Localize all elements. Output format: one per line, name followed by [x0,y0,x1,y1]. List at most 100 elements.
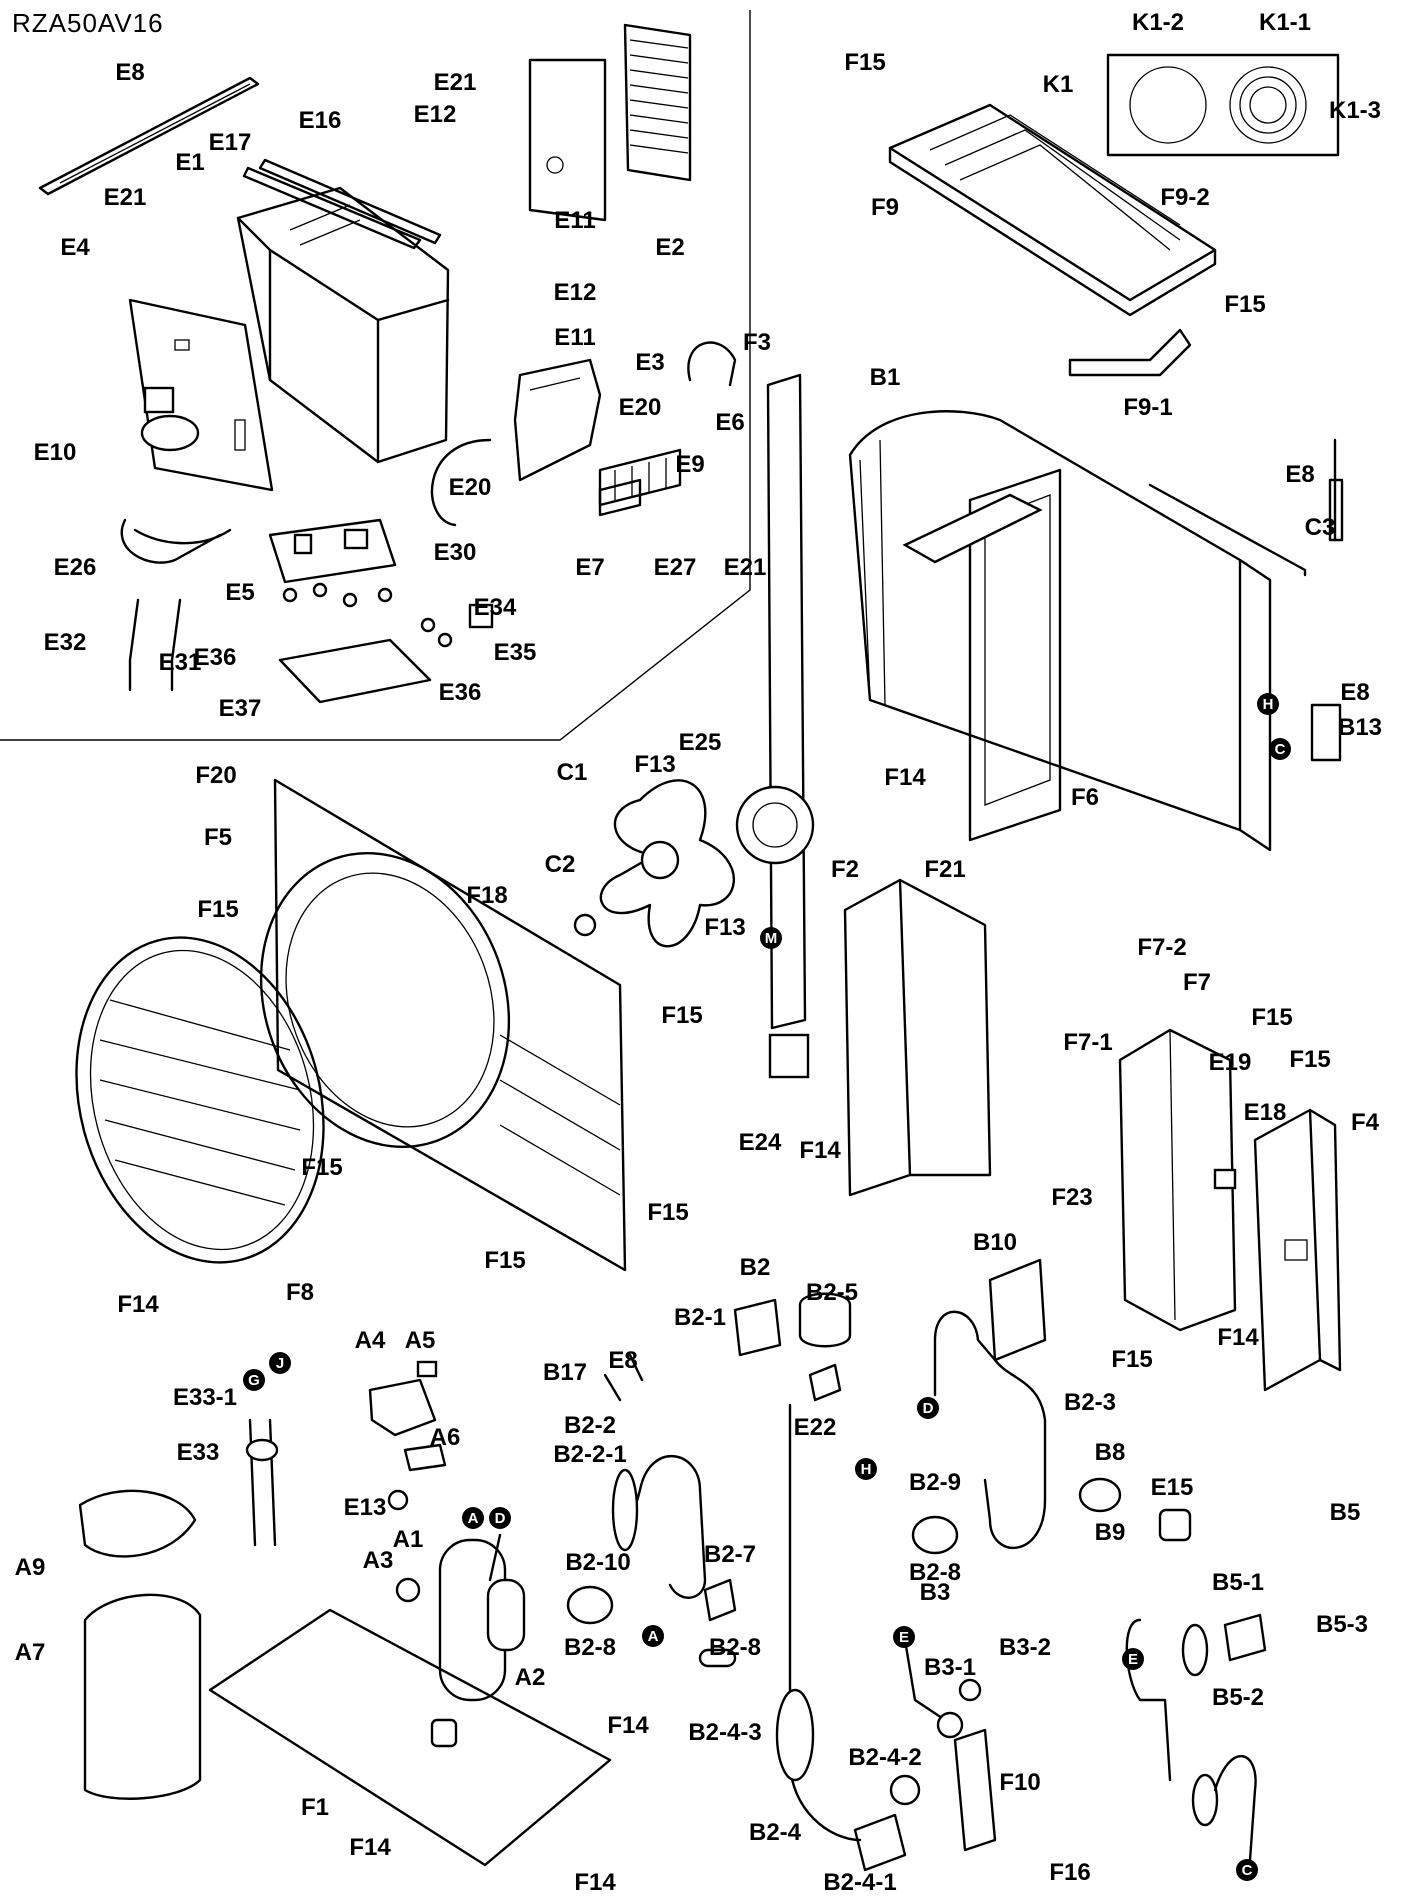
part-b1-coil [848,410,1272,852]
callout-b2: B2 [740,1254,771,1281]
callout-e16: E16 [299,107,342,134]
marker-c: C [1269,738,1291,760]
part-e25-motor [735,785,815,865]
svg-text:A: A [648,1628,659,1645]
callout-f15: F15 [1224,291,1265,318]
callout-b2-9: B2-9 [909,1469,961,1496]
part-c1-fan [599,779,736,948]
part-a3 [395,1577,421,1603]
part-e22 [808,1363,842,1402]
part-b3-1 [936,1711,964,1739]
callout-e37: E37 [219,695,262,722]
callout-c2: C2 [545,851,576,878]
callout-e18: E18 [1244,1099,1287,1126]
model-title: RZA50AV16 [12,8,164,38]
svg-text:H: H [861,1461,872,1478]
callout-f15: F15 [661,1002,702,1029]
callout-f8: F8 [286,1279,314,1306]
svg-text:M: M [765,930,778,947]
callout-e24: E24 [739,1129,782,1156]
part-e7 [598,478,642,517]
callout-a5: A5 [405,1327,436,1354]
callout-f16: F16 [1049,1859,1090,1886]
part-f7-side-panel [1118,1028,1237,1332]
part-e17 [242,166,422,250]
callout-e13: E13 [344,1494,387,1521]
part-b2-10 [566,1585,614,1625]
part-b2-2-1 [611,1468,639,1552]
piping-section [78,1258,1267,1872]
part-e4-pcb [128,298,274,492]
part-e1-box [236,186,450,464]
callout-f21: F21 [924,856,965,883]
part-f4-cover [1253,1108,1342,1392]
part-c3 [1148,483,1307,577]
callout-f7-2: F7-2 [1137,934,1186,961]
callout-b13: B13 [1338,714,1382,741]
callout-e5: E5 [225,579,254,606]
callout-b5-2: B5-2 [1212,1684,1264,1711]
callout-k1-3: K1-3 [1329,97,1381,124]
part-f2-bracket [843,878,992,1197]
callout-c3: C3 [1305,514,1336,541]
callout-e32: E32 [44,629,87,656]
marker-j: J [269,1352,291,1374]
part-e33-heater [248,1418,277,1547]
part-e13 [387,1489,409,1511]
marker-h: H [855,1458,877,1480]
top-section [888,53,1340,377]
callout-b2-1: B2-1 [674,1304,726,1331]
part-e3-bracket [513,358,602,482]
heat-exchanger-section [766,373,1344,1030]
callout-e2: E2 [655,234,684,261]
callout-b3-2: B3-2 [999,1634,1051,1661]
part-a6 [403,1443,447,1472]
part-b3-2 [958,1678,982,1702]
callout-f15: F15 [301,1154,342,1181]
callout-e7: E7 [575,554,604,581]
marker-e: E [893,1626,915,1648]
callout-c1: C1 [557,759,588,786]
part-b2-8b [698,1648,737,1668]
callout-f3: F3 [743,329,771,356]
part-a9 [78,1489,197,1558]
part-f6-partition [902,468,1062,842]
callout-e36: E36 [439,679,482,706]
part-e24 [768,1033,810,1079]
svg-text:A: A [468,1510,479,1527]
callout-e21: E21 [104,184,147,211]
callout-b8: B8 [1095,1439,1126,1466]
callout-f14: F14 [607,1712,649,1739]
marker-d: D [917,1397,939,1419]
callout-a4: A4 [355,1327,386,1354]
part-e6-lead [687,341,737,387]
callout-f2: F2 [831,856,859,883]
callout-b17: B17 [543,1359,587,1386]
marker-c: C [1236,1859,1258,1881]
callout-labels: E8E17E16E1E21E21E12E11E2E12E4E11E3E20E6E… [15,9,1382,1896]
part-b2-5 [798,1292,852,1348]
callout-f9-1: F9-1 [1123,394,1172,421]
callout-k1-2: K1-2 [1132,9,1184,36]
callout-f15: F15 [844,49,885,76]
callout-f15: F15 [647,1199,688,1226]
marker-a: A [642,1625,664,1647]
part-b2-4-3 [775,1688,815,1782]
callout-a9: A9 [15,1554,46,1581]
callout-e8: E8 [1285,461,1314,488]
svg-text:D: D [495,1510,506,1527]
callout-f15: F15 [484,1247,525,1274]
callout-e1: E1 [175,149,204,176]
svg-text:C: C [1242,1862,1253,1879]
callout-b2-5: B2-5 [806,1279,858,1306]
svg-text:H: H [1263,696,1274,713]
callout-e21: E21 [724,554,767,581]
callout-e10: E10 [34,439,77,466]
callout-b5-3: B5-3 [1316,1611,1368,1638]
callout-k1: K1 [1043,71,1074,98]
callout-b3: B3 [920,1579,951,1606]
part-e2-heatsink [528,23,692,222]
svg-text:G: G [248,1372,260,1389]
callout-f15: F15 [197,896,238,923]
